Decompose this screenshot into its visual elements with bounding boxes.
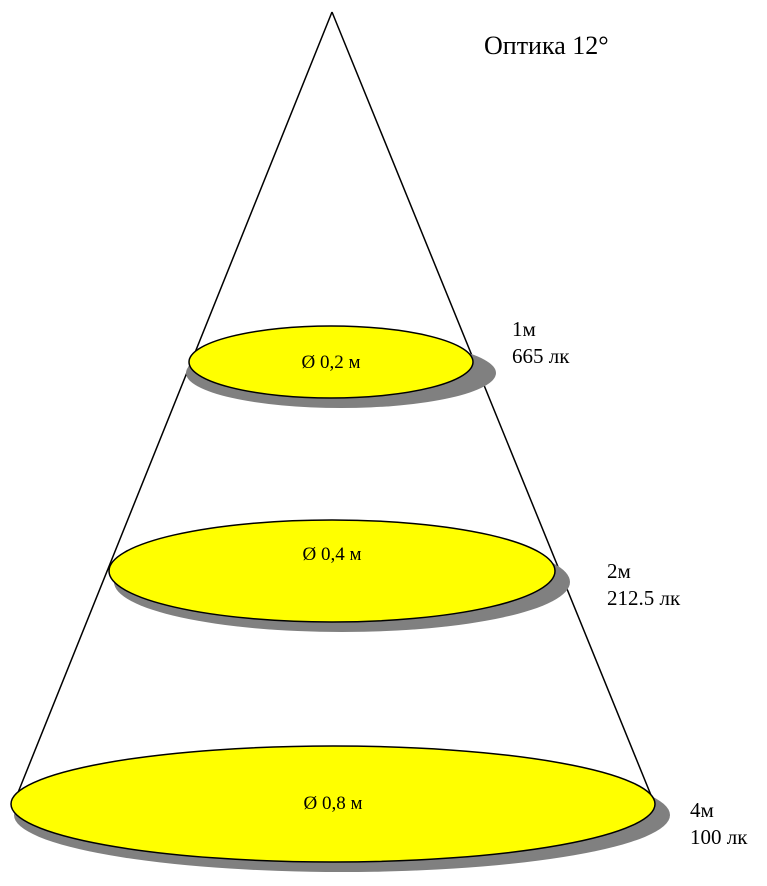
level-2m-info: 2м 212.5 лк: [607, 558, 680, 612]
level-4m-info: 4м 100 лк: [690, 797, 747, 851]
cone-right-edge: [331, 11, 656, 806]
level-1m-info: 1м 665 лк: [512, 316, 569, 370]
diameter-label-4m: Ø 0,8 м: [303, 793, 363, 814]
illuminance-label-1m: 665 лк: [512, 344, 570, 368]
diameter-label-2m: Ø 0,4 м: [302, 544, 362, 565]
cone-outline: [12, 11, 656, 806]
diameter-label-1m: Ø 0,2 м: [301, 352, 361, 373]
spot-4m-ellipse: [10, 745, 656, 863]
spot-2m-ellipse: [108, 519, 556, 623]
illuminance-label-4m: 100 лк: [690, 825, 748, 849]
illuminance-label-2m: 212.5 лк: [607, 586, 681, 610]
distance-label-2m: 2м: [607, 559, 631, 583]
diagram-title: Оптика 12°: [484, 31, 609, 60]
spot-1m: [186, 325, 496, 408]
distance-label-4m: 4м: [690, 798, 714, 822]
cone-left-edge: [12, 11, 333, 806]
distance-label-1m: 1м: [512, 317, 536, 341]
spot-2m: [108, 519, 570, 632]
spot-1m-ellipse: [188, 325, 474, 399]
spot-4m: [10, 745, 670, 872]
